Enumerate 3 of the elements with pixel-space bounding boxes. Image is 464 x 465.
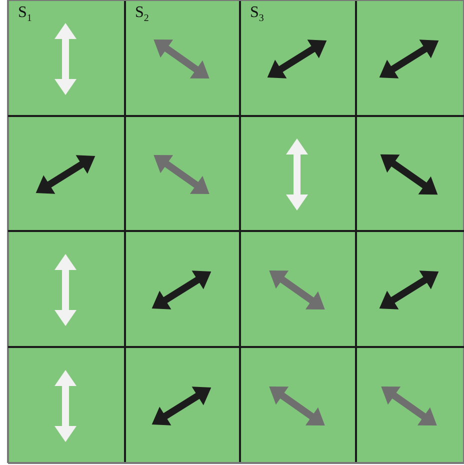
cell-label: S$_{1}$ (18, 4, 32, 26)
cell-label: S$_{2}$ (135, 4, 149, 26)
cell-label: S$_{3}$ (250, 4, 264, 26)
